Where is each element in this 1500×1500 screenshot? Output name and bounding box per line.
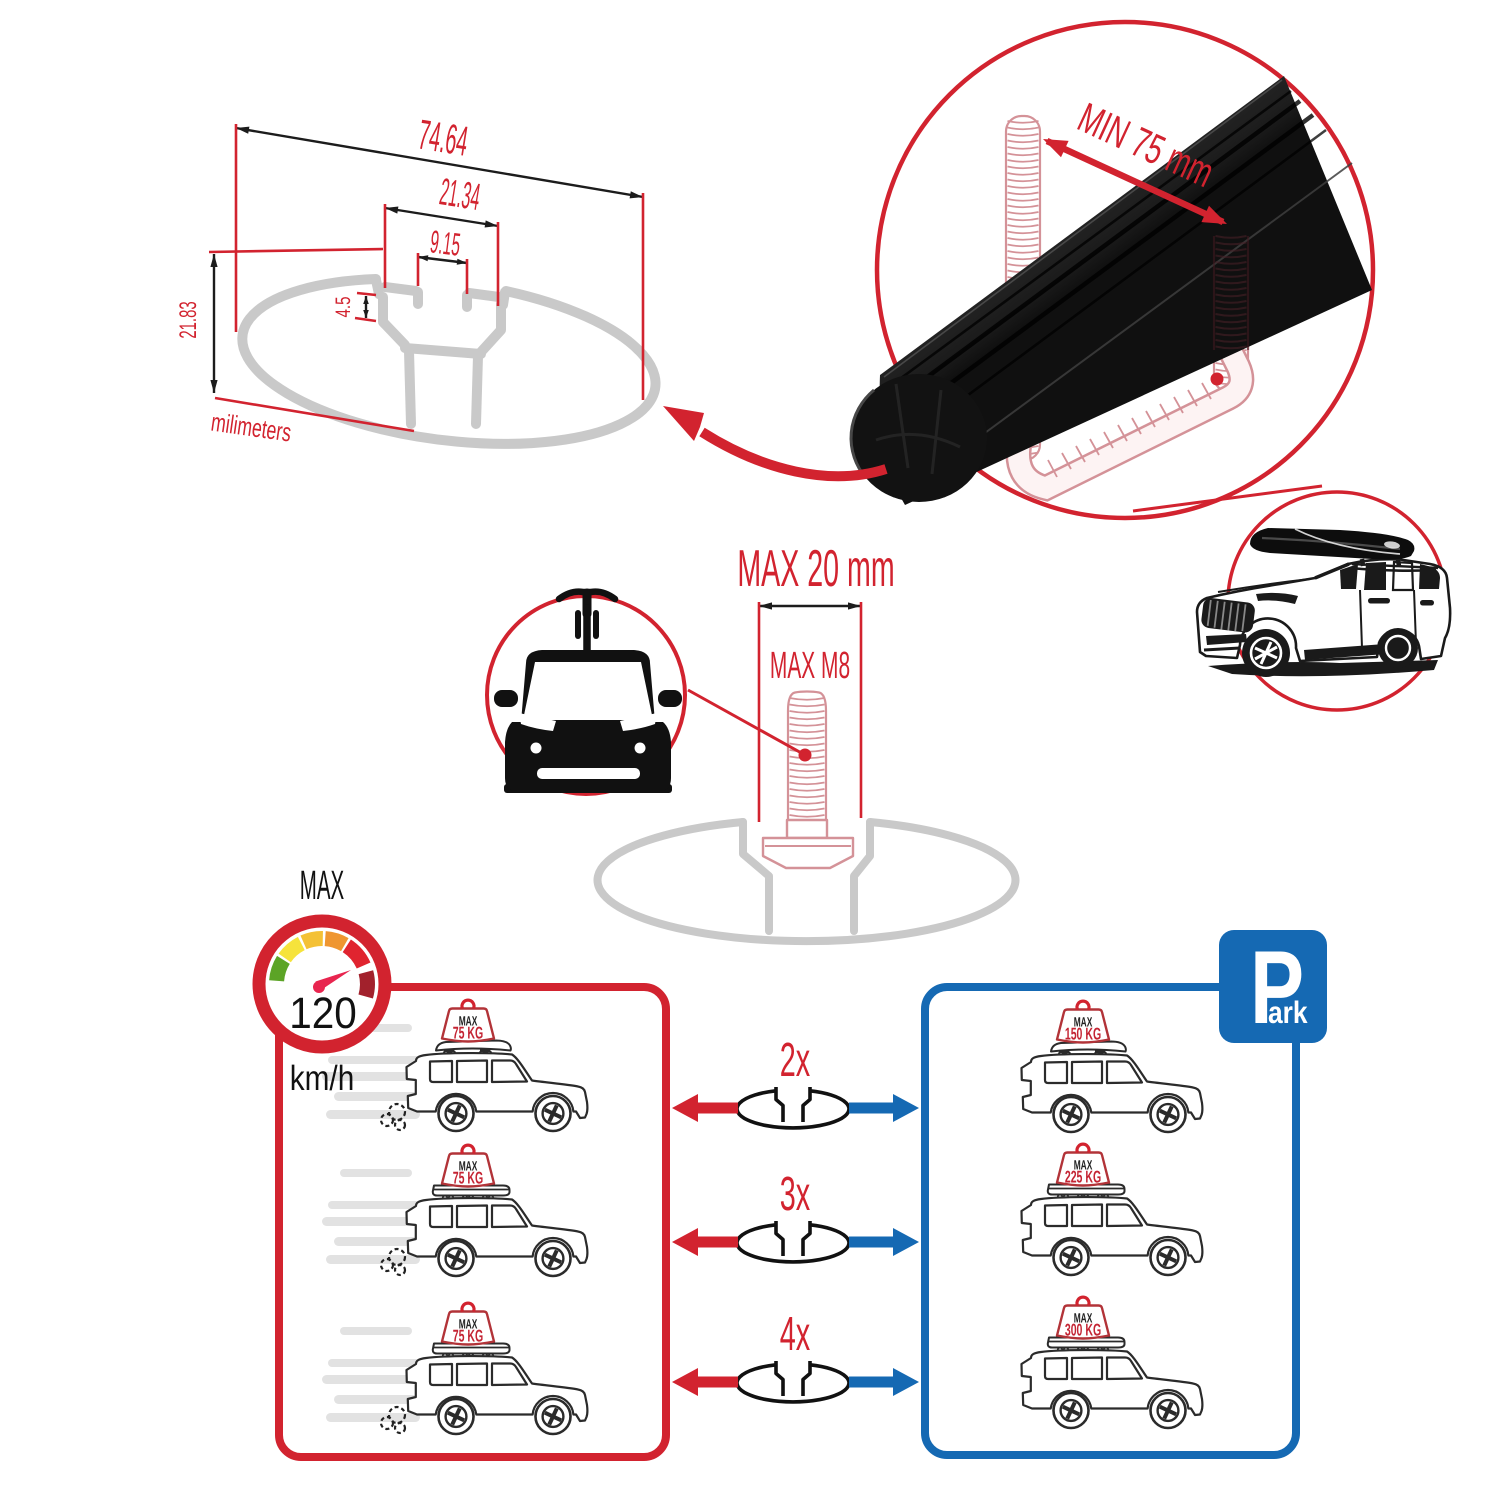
svg-text:MAX: MAX <box>1074 1015 1093 1030</box>
svg-text:75 KG: 75 KG <box>453 1327 483 1346</box>
svg-text:MAX: MAX <box>459 1014 478 1029</box>
svg-text:P: P <box>1250 930 1304 1046</box>
svg-text:300 KG: 300 KG <box>1065 1321 1101 1340</box>
svg-text:MAX: MAX <box>459 1159 478 1174</box>
svg-text:km/h: km/h <box>290 1059 354 1098</box>
svg-text:225 KG: 225 KG <box>1065 1168 1101 1187</box>
svg-text:21.34: 21.34 <box>437 171 483 219</box>
svg-text:75 KG: 75 KG <box>453 1169 483 1188</box>
svg-text:4.5: 4.5 <box>332 296 355 317</box>
svg-text:2x: 2x <box>780 1034 810 1087</box>
svg-text:150 KG: 150 KG <box>1065 1025 1101 1044</box>
svg-text:4x: 4x <box>780 1308 810 1361</box>
svg-text:MAX: MAX <box>459 1317 478 1332</box>
svg-text:MAX 20 mm: MAX 20 mm <box>737 540 894 598</box>
svg-text:MAX: MAX <box>300 862 344 908</box>
svg-text:MAX M8: MAX M8 <box>770 645 850 687</box>
svg-text:75 KG: 75 KG <box>453 1024 483 1043</box>
svg-text:21.83: 21.83 <box>175 301 202 338</box>
svg-text:74.64: 74.64 <box>415 111 471 165</box>
svg-text:MAX: MAX <box>1074 1158 1093 1173</box>
svg-text:120: 120 <box>289 989 357 1038</box>
svg-text:3x: 3x <box>780 1168 810 1221</box>
svg-text:9.15: 9.15 <box>428 223 462 262</box>
svg-text:MAX: MAX <box>1074 1311 1093 1326</box>
svg-text:ark: ark <box>1268 995 1308 1030</box>
